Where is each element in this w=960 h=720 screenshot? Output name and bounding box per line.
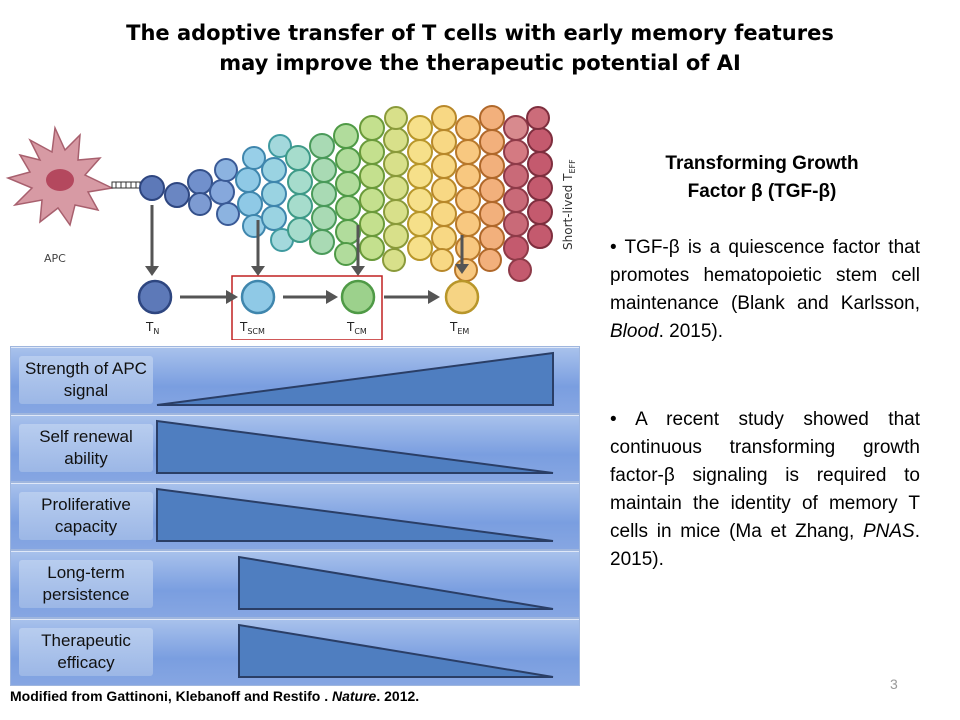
differentiation-arrows [145,205,469,276]
bullet-quiescence: • TGF-β is a quiescence factor that prom… [610,234,920,346]
apc-cell [5,125,115,227]
slide-title-line1: The adoptive transfer of T cells with ea… [126,21,834,45]
bullet-text: • TGF-β is a quiescence factor that prom… [610,237,920,314]
row-label-text: Long-term persistence [19,560,153,608]
tn-label: TN [145,320,159,336]
citation-end: . 2012. [376,688,420,704]
row-label-text: Proliferative capacity [19,492,153,540]
row-label: Long-term persistence [19,551,153,617]
bullet-end: . 2015). [658,321,724,342]
t-cell-differentiation-diagram: APC [0,100,600,341]
row-label: Strength of APC signal [19,347,153,413]
tgf-beta-heading-line2: Factor β (TGF-β) [687,181,837,202]
row-therapeutic: Therapeutic efficacy [10,618,580,686]
tcm-label: TCM [346,320,367,336]
cell-expansion-cone [139,105,553,282]
cell-labels: TN TSCM TCM TEM [145,320,469,336]
decreasing-triangle [238,555,554,610]
tgf-beta-heading-line1: Transforming Growth [665,153,859,174]
row-label-text: Therapeutic efficacy [19,628,153,676]
row-persistence: Long-term persistence [10,550,580,618]
differentiated-cells-row [137,279,480,315]
citation-text: Modified from Gattinoni, Klebanoff and R… [10,688,332,704]
apc-label: APC [44,252,66,265]
row-apc-signal: Strength of APC signal [10,346,580,414]
row-proliferative: Proliferative capacity [10,482,580,550]
citation-journal: Nature [332,688,377,704]
diagram-svg: APC [5,105,577,341]
row-label-text: Self renewal ability [19,424,153,472]
slide-title-line2: may improve the therapeutic potential of… [219,51,741,75]
tgf-beta-heading: Transforming Growth Factor β (TGF-β) [612,150,912,206]
journal-name: PNAS [862,521,915,542]
row-label-text: Strength of APC signal [19,356,153,404]
increasing-triangle [156,351,554,406]
bullet-memory-identity: • A recent study showed that continuous … [610,406,920,574]
journal-name: Blood [610,321,659,342]
row-label: Self renewal ability [19,415,153,481]
decreasing-triangle [156,419,554,474]
row-label: Proliferative capacity [19,483,153,549]
row-label: Therapeutic efficacy [19,619,153,685]
row-self-renewal: Self renewal ability [10,414,580,482]
source-citation: Modified from Gattinoni, Klebanoff and R… [10,688,419,704]
page-number: 3 [890,676,898,692]
short-lived-teff-label: Short-lived TEFF [561,159,577,250]
decreasing-triangle [156,487,554,542]
tcr-link [111,181,141,189]
slide-title: The adoptive transfer of T cells with ea… [0,18,960,78]
tem-label: TEM [449,320,469,336]
tscm-label: TSCM [239,320,265,336]
bullet-end: . 2015). [610,521,920,570]
bullet-text: • A recent study showed that continuous … [610,409,920,542]
decreasing-triangle [238,623,554,678]
